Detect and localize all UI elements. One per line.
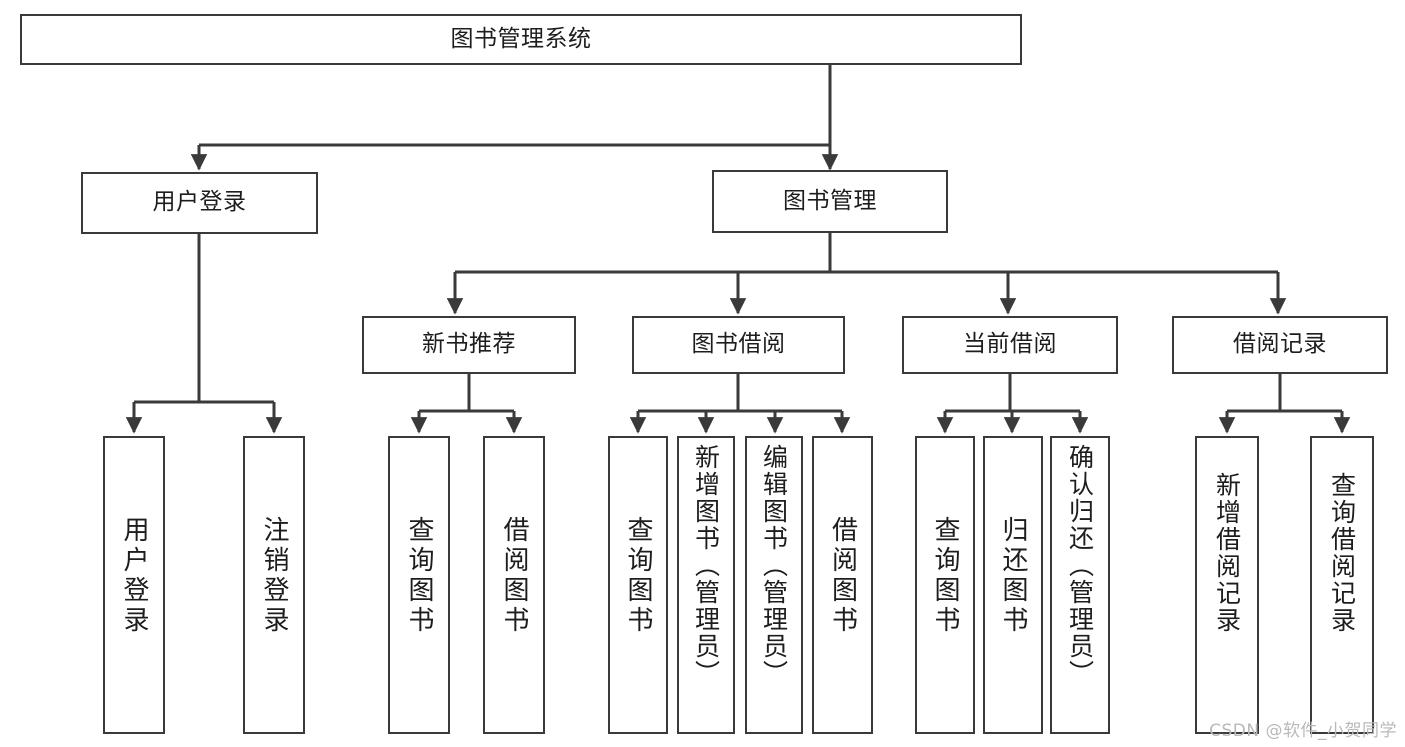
leaf-query-books-new[interactable]: 查询图书	[388, 436, 450, 734]
leaf-query-books-new-label: 查询图书	[404, 516, 434, 636]
leaf-borrow-books-new-label: 借阅图书	[499, 516, 529, 636]
node-root[interactable]: 图书管理系统	[20, 14, 1022, 65]
node-book-management[interactable]: 图书管理	[712, 170, 948, 233]
node-user-login[interactable]: 用户登录	[81, 172, 318, 234]
leaf-logout[interactable]: 注销登录	[243, 436, 305, 734]
node-borrow-records-label: 借阅记录	[1233, 331, 1327, 358]
leaf-return-books[interactable]: 归还图书	[983, 436, 1043, 734]
leaf-confirm-return-admin[interactable]: 确认归还（管理员）	[1050, 436, 1110, 734]
leaf-edit-book-admin-label: 编辑图书（管理员）	[759, 444, 789, 687]
leaf-add-borrow-record[interactable]: 新增借阅记录	[1195, 436, 1259, 734]
leaf-query-books-borrow[interactable]: 查询图书	[608, 436, 668, 734]
node-user-login-label: 用户登录	[152, 189, 247, 216]
leaf-logout-label: 注销登录	[259, 516, 289, 636]
leaf-borrow-books-label: 借阅图书	[827, 516, 858, 636]
node-book-borrow-label: 图书借阅	[691, 331, 786, 358]
node-new-book-recommend-label: 新书推荐	[422, 331, 516, 358]
node-root-label: 图书管理系统	[450, 25, 592, 52]
leaf-add-book-admin[interactable]: 新增图书（管理员）	[677, 436, 735, 734]
leaf-query-books-borrow-label: 查询图书	[623, 516, 653, 636]
leaf-add-book-admin-label: 新增图书（管理员）	[691, 444, 721, 687]
node-book-management-label: 图书管理	[783, 187, 877, 214]
leaf-borrow-books-new[interactable]: 借阅图书	[483, 436, 545, 734]
leaf-user-login[interactable]: 用户登录	[103, 436, 165, 734]
leaf-return-books-label: 归还图书	[998, 516, 1028, 636]
leaf-borrow-books[interactable]: 借阅图书	[812, 436, 873, 734]
leaf-add-borrow-record-label: 新增借阅记录	[1212, 472, 1242, 634]
leaf-user-login-label: 用户登录	[119, 516, 149, 636]
leaf-query-borrow-record-label: 查询借阅记录	[1327, 472, 1357, 634]
node-new-book-recommend[interactable]: 新书推荐	[362, 316, 576, 374]
leaf-query-books-current[interactable]: 查询图书	[915, 436, 975, 734]
leaf-edit-book-admin[interactable]: 编辑图书（管理员）	[745, 436, 803, 734]
node-current-borrow[interactable]: 当前借阅	[902, 316, 1118, 374]
leaf-query-borrow-record[interactable]: 查询借阅记录	[1310, 436, 1374, 734]
node-borrow-records[interactable]: 借阅记录	[1172, 316, 1388, 374]
node-book-borrow[interactable]: 图书借阅	[632, 316, 845, 374]
node-current-borrow-label: 当前借阅	[963, 331, 1057, 358]
csdn-watermark: CSDN @软件_小贺同学	[1209, 721, 1397, 741]
leaf-confirm-return-admin-label: 确认归还（管理员）	[1065, 444, 1095, 687]
leaf-query-books-current-label: 查询图书	[930, 516, 960, 636]
